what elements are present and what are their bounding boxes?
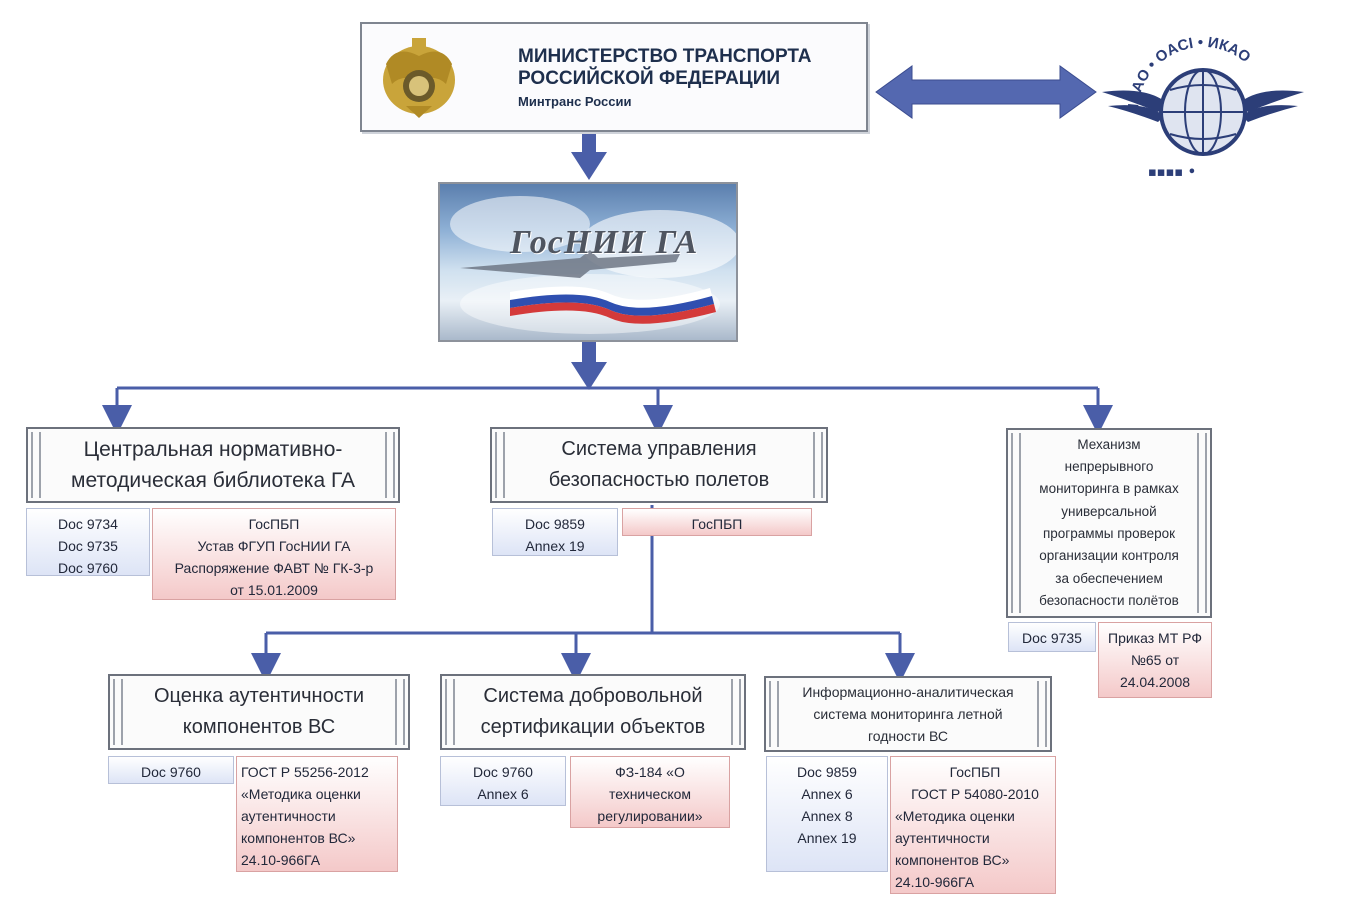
certification-doc: Doc 9760 <box>473 764 533 780</box>
library-national-docs: ГосПБП Устав ФГУП ГосНИИ ГА Распоряжение… <box>152 508 396 600</box>
gosnii-banner: ГосНИИ ГА <box>438 182 738 342</box>
gosnii-logo-text: ГосНИИ ГА <box>510 224 699 261</box>
infosystem-doc: Doc 9859 <box>797 764 857 780</box>
monitoring-title-line: за обеспечением <box>1055 570 1163 586</box>
certification-docs: Doc 9760 Annex 6 <box>440 756 566 806</box>
library-national-doc: Распоряжение ФАВТ № ГК-3-р <box>174 560 374 576</box>
library-docs: Doc 9734 Doc 9735 Doc 9760 <box>26 508 150 576</box>
ministry-title-line2: РОССИЙСКОЙ ФЕДЕРАЦИИ <box>518 68 781 89</box>
library-doc: Doc 9760 <box>58 560 118 576</box>
sms-national-doc: ГосПБП <box>691 516 743 532</box>
sms-title-line2: безопасностью полетов <box>548 469 770 491</box>
monitoring-national-docs: Приказ МТ РФ №65 от 24.04.2008 <box>1098 622 1212 698</box>
sms-national-docs: ГосПБП <box>622 508 812 536</box>
authenticity-title-line2: компонентов ВС <box>182 716 336 738</box>
icao-emblem-icon: ICAO • OACI • ИКАО ▪▪▪▪ • <box>1102 34 1304 180</box>
infosystem-title-box: Информационно-аналитическая система мони… <box>764 676 1052 752</box>
certification-national-doc: ФЗ-184 «О <box>615 764 685 780</box>
plane-and-flag-icon <box>450 196 736 334</box>
library-title-line1: Центральная нормативно- <box>83 438 343 461</box>
branch-lines-top <box>102 386 1113 435</box>
monitoring-title-line: универсальной <box>1061 503 1157 519</box>
ministry-box: МИНИСТЕРСТВО ТРАНСПОРТА РОССИЙСКОЙ ФЕДЕР… <box>360 22 868 132</box>
monitoring-doc: Doc 9735 <box>1022 630 1082 646</box>
infosystem-title-line: Информационно-аналитическая <box>802 684 1014 700</box>
infosystem-national-docs: ГосПБП ГОСТ Р 54080-2010 «Методика оценк… <box>890 756 1056 894</box>
sms-doc: Doc 9859 <box>525 516 585 532</box>
authenticity-national-doc: «Методика оценки <box>241 786 361 802</box>
infosystem-doc: Annex 8 <box>801 808 853 824</box>
monitoring-title-line: Механизм <box>1077 436 1141 452</box>
coat-of-arms-icon <box>383 38 455 118</box>
monitoring-title-line: программы проверок <box>1042 526 1176 541</box>
authenticity-national-doc: аутентичности <box>241 808 336 824</box>
certification-title-box: Система добровольной сертификации объекто… <box>440 674 746 750</box>
authenticity-docs: Doc 9760 <box>108 756 234 784</box>
certification-doc: Annex 6 <box>477 786 529 802</box>
svg-text:▪▪▪▪ •: ▪▪▪▪ • <box>1148 165 1196 180</box>
authenticity-national-doc: 24.10-966ГА <box>241 852 321 868</box>
icao-logo: ICAO • OACI • ИКАО ▪▪▪▪ • <box>1098 16 1308 194</box>
sms-docs: Doc 9859 Annex 19 <box>492 508 618 556</box>
library-national-doc: от 15.01.2009 <box>230 582 318 598</box>
infosystem-national-doc: ГосПБП <box>949 764 1001 780</box>
down-arrow-gosnii <box>571 342 607 390</box>
infosystem-national-doc: компонентов ВС» <box>895 852 1010 868</box>
sms-title-box: Система управления безопасностью полетов <box>490 427 828 503</box>
monitoring-title-box: Механизм непрерывного мониторинга в рамк… <box>1006 428 1212 618</box>
library-national-doc: ГосПБП <box>248 516 300 532</box>
authenticity-doc: Doc 9760 <box>141 764 201 780</box>
certification-national-docs: ФЗ-184 «О техническом регулировании» <box>570 756 730 828</box>
infosystem-national-doc: 24.10-966ГА <box>895 874 975 890</box>
double-arrow <box>875 65 1097 119</box>
ministry-title-line1: МИНИСТЕРСТВО ТРАНСПОРТА <box>518 46 812 67</box>
certification-national-doc: регулировании» <box>597 808 703 824</box>
infosystem-docs: Doc 9859 Annex 6 Annex 8 Annex 19 <box>766 756 888 872</box>
monitoring-docs: Doc 9735 <box>1008 622 1096 652</box>
monitoring-title-line: непрерывного <box>1064 459 1154 475</box>
infosystem-title-line: система мониторинга летной <box>813 706 1003 722</box>
monitoring-title-line: безопасности полётов <box>1039 592 1179 608</box>
library-national-doc: Устав ФГУП ГосНИИ ГА <box>197 538 351 554</box>
authenticity-title-box: Оценка аутентичности компонентов ВС <box>108 674 410 750</box>
monitoring-national-doc: Приказ МТ РФ <box>1108 630 1202 646</box>
library-doc: Doc 9734 <box>58 516 118 532</box>
monitoring-national-doc: 24.04.2008 <box>1119 674 1191 690</box>
monitoring-title-line: мониторинга в рамках <box>1039 481 1179 497</box>
certification-title-line1: Система добровольной <box>483 685 703 707</box>
library-doc: Doc 9735 <box>58 538 118 554</box>
monitoring-title-line: организации контроля <box>1039 548 1179 564</box>
authenticity-national-doc: ГОСТ Р 55256-2012 <box>241 764 369 780</box>
infosystem-national-doc: «Методика оценки <box>895 808 1015 824</box>
infosystem-national-doc: аутентичности <box>895 830 990 846</box>
authenticity-national-docs: ГОСТ Р 55256-2012 «Методика оценки аутен… <box>236 756 398 872</box>
library-title-box: Центральная нормативно-методическая библ… <box>26 427 400 503</box>
sms-title-line1: Система управления <box>561 438 757 460</box>
monitoring-national-doc: №65 от <box>1130 652 1180 668</box>
authenticity-national-doc: компонентов ВС» <box>241 830 356 846</box>
down-arrow-ministry <box>571 132 607 180</box>
authenticity-title-line1: Оценка аутентичности <box>153 685 365 707</box>
sms-doc: Annex 19 <box>525 538 585 554</box>
infosystem-doc: Annex 6 <box>801 786 853 802</box>
certification-national-doc: техническом <box>608 786 692 802</box>
infosystem-doc: Annex 19 <box>797 830 857 846</box>
certification-title-line2: сертификации объектов <box>480 716 706 738</box>
ministry-short-name: Минтранс России <box>518 94 632 109</box>
library-title-line2: методическая библиотека ГА <box>71 469 355 492</box>
infosystem-title-line: годности ВС <box>867 728 949 744</box>
infosystem-national-doc: ГОСТ Р 54080-2010 <box>911 786 1039 802</box>
